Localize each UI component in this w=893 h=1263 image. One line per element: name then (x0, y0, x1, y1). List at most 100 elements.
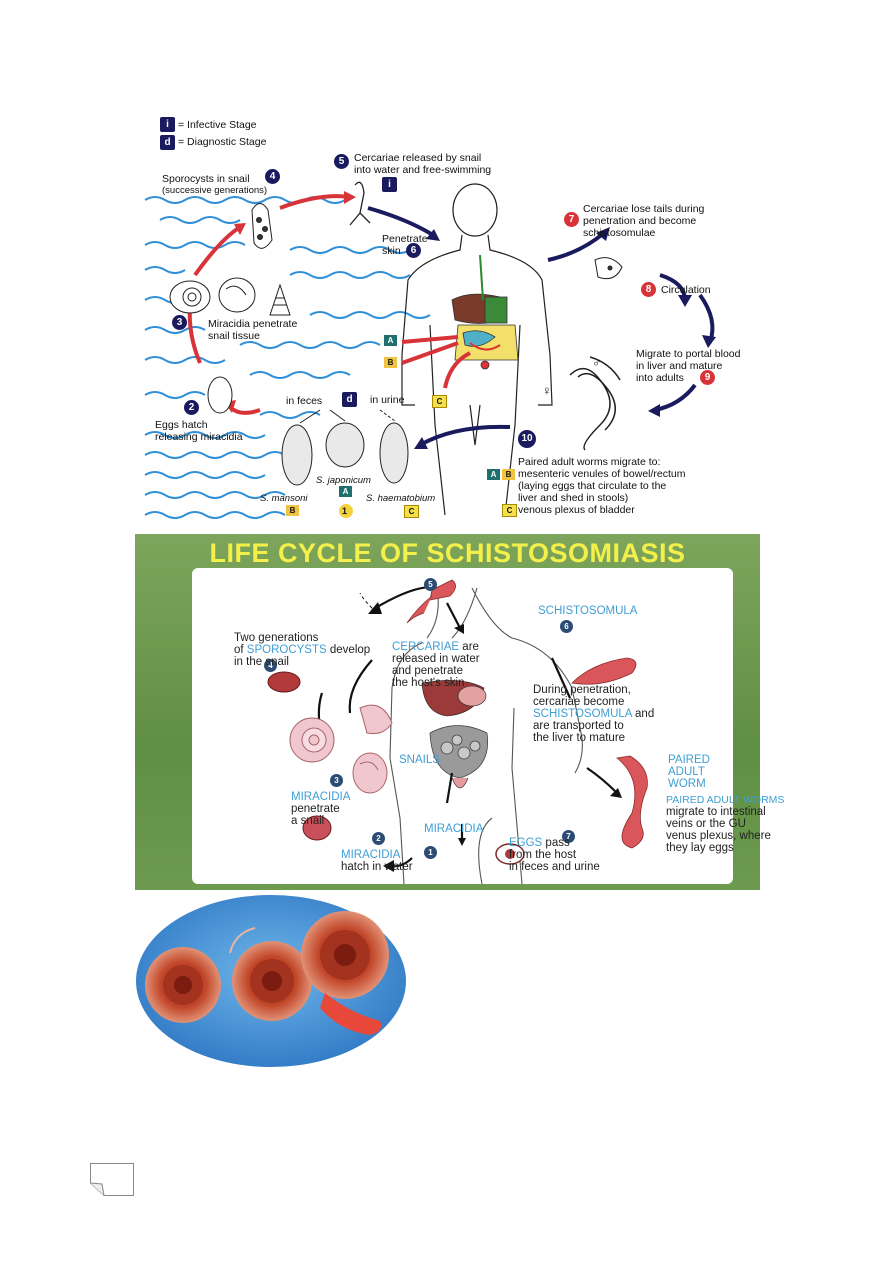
step1-number: 1 (342, 506, 348, 516)
step7-badge: 7 (562, 830, 575, 843)
schistosomiasis-lifecycle-figure: LIFE CYCLE OF SCHISTOSOMIASIS (135, 534, 784, 890)
label-c-square: C (502, 504, 517, 517)
miracidia-hatch-label: MIRACIDIA (341, 849, 401, 861)
step5-badge: 5 (334, 154, 349, 169)
in-urine-label: in urine (370, 394, 405, 406)
diagnostic-icon: d (160, 135, 175, 150)
egg-drawings (207, 376, 409, 486)
sporocysts-text1: Two generations (234, 632, 319, 644)
snails-label: SNAILS (399, 754, 440, 766)
snail-drawings (289, 704, 393, 794)
water-waves (144, 196, 431, 519)
diagram-panel: 5 6 4 3 2 1 7 Two generations of SPOROCY… (192, 568, 784, 884)
infective-icon: i (160, 117, 175, 132)
schisto-drawing (267, 579, 648, 884)
intestines-shape (429, 725, 489, 779)
snail-photo (135, 893, 407, 1068)
step7-badge: 7 (564, 212, 579, 227)
step4-badge: 4 (265, 169, 280, 184)
step2-text2: releasing miracidia (155, 431, 243, 443)
step5-text2: into water and free-swimming (354, 164, 492, 176)
snail-drawings (169, 277, 291, 316)
cercariae-text3: and penetrate (392, 665, 463, 677)
step9-badge: 9 (700, 370, 715, 385)
legend-infective: = Infective Stage (178, 119, 257, 131)
diagnostic-stage-icon: d (342, 392, 357, 407)
mansoni-b-square: B (286, 505, 299, 516)
step7-text3: schistosomulae (583, 227, 656, 239)
cercaria-drawing (349, 181, 371, 226)
step6-text1: Penetrate (382, 233, 428, 245)
step6-text2: skin (382, 245, 401, 257)
step8-text: Circulation (661, 284, 711, 296)
penetration-text3: SCHISTOSOMULA and (533, 708, 655, 720)
adult-worm-drawing (616, 755, 648, 849)
paired-worms-text5: they lay eggs (666, 842, 734, 854)
step2-badge: 2 (184, 400, 199, 415)
sporocysts-text3: in the snail (234, 656, 289, 668)
page-corner-icon (90, 1163, 134, 1196)
schistosomulum-drawing (594, 257, 623, 280)
step6-badge: 6 (560, 620, 573, 633)
snail-photo-drawing (136, 895, 406, 1067)
step10-text2: mesenteric venules of bowel/rectum (518, 468, 686, 480)
step2-text1: Eggs hatch (155, 419, 208, 431)
cercariae-text4: the host's skin (392, 677, 465, 689)
figure-title: LIFE CYCLE OF SCHISTOSOMIASIS (209, 538, 686, 568)
step10-text3: (laying eggs that circulate to the (518, 480, 667, 492)
schistosomulum-drawing (571, 657, 637, 685)
paired-label2: ADULT (668, 766, 705, 778)
s-haematobium-label: S. haematobium (366, 493, 436, 504)
step5-infective-icon: i (382, 177, 397, 192)
eggs-text2: from the host (509, 849, 577, 861)
label-a-square: A (487, 469, 500, 480)
step10-text4: liver and shed in stools) (518, 492, 629, 504)
cercariae-text1: CERCARIAE are (392, 641, 479, 653)
step5-badge: 5 (424, 578, 437, 591)
step8-badge: 8 (641, 282, 656, 297)
step10-text5: venous plexus of bladder (518, 504, 635, 516)
step4-subtext: (successive generations) (162, 185, 268, 196)
cercaria-drawing (406, 579, 456, 624)
penetration-text2: cercariae become (533, 696, 625, 708)
eggs-text1: EGGS pass (509, 837, 570, 849)
miracidia-penetrate-text3: a snail (291, 815, 325, 827)
eggs-text3: in feces and urine (509, 861, 600, 873)
navy-arrowheads (414, 227, 716, 449)
sporocyst-drawing (267, 671, 301, 693)
snail-shells (145, 911, 389, 1035)
cdc-lifecycle-figure: i = Infective Stage d = Diagnostic Stage… (140, 105, 760, 525)
step6-badge: 6 (406, 243, 421, 258)
paired-worms-text4: venus plexus, where (666, 830, 771, 842)
step10-badge: 10 (518, 430, 536, 448)
step1-badge: 1 (424, 846, 437, 859)
step3-badge: 3 (330, 774, 343, 787)
cercariae-text2: released in water (392, 653, 480, 665)
s-mansoni-label: S. mansoni (260, 493, 308, 504)
s-japonicum-label: S. japonicum (316, 475, 371, 486)
penetration-text1: During penetration, (533, 684, 631, 696)
step3-badge: 3 (172, 315, 187, 330)
human-body-outline (401, 183, 553, 516)
legend-diagnostic: = Diagnostic Stage (178, 136, 267, 148)
paired-worms-text3: veins or the GU (666, 818, 746, 830)
female-symbol: ♀ (542, 383, 552, 398)
step10-text1: Paired adult worms migrate to: (518, 456, 661, 468)
paired-label3: WORM (668, 778, 706, 790)
adult-worms-drawing (569, 356, 621, 451)
penetration-text4: are transported to (533, 720, 624, 732)
japonicum-a-square: A (339, 486, 352, 497)
schistosomula-label: SCHISTOSOMULA (538, 605, 638, 617)
sporocysts-text2: of SPOROCYSTS develop (234, 644, 371, 656)
paired-label1: PAIRED (668, 754, 710, 766)
step7-text1: Cercariae lose tails during (583, 203, 705, 215)
step9-text2: in liver and mature (636, 360, 723, 372)
miracidia-hatch-text: hatch in water (341, 861, 413, 873)
haematobium-c-square: C (404, 505, 419, 518)
step3-text1: Miracidia penetrate (208, 318, 298, 330)
organs (451, 254, 519, 370)
organ-c-square: C (432, 395, 447, 408)
miracidia-label: MIRACIDIA (424, 823, 484, 835)
paired-worms-text2: migrate to intestinal (666, 806, 766, 818)
step2-badge: 2 (372, 832, 385, 845)
